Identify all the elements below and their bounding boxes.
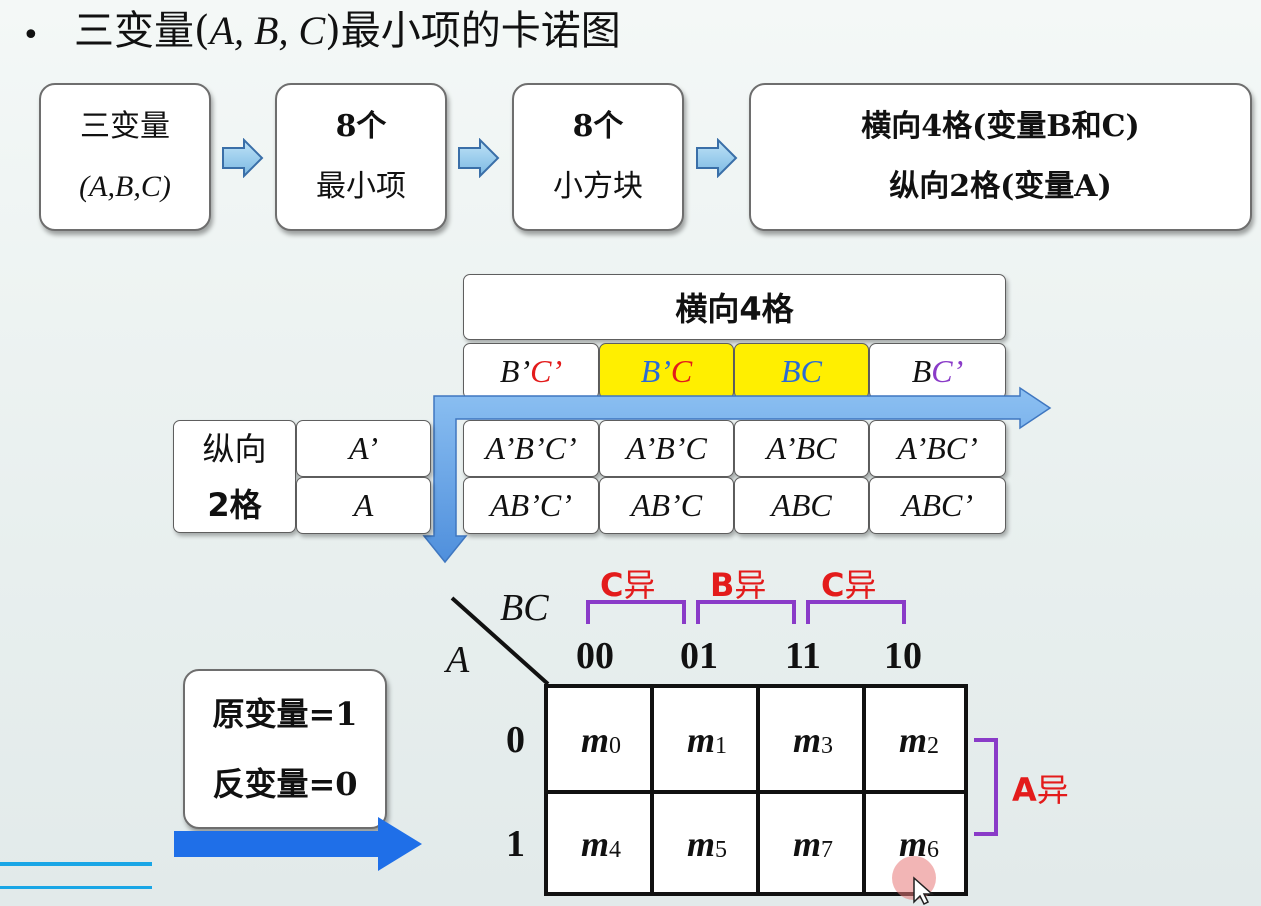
row-header-2: A bbox=[296, 477, 431, 534]
vertical-label-2: 2格 bbox=[207, 485, 262, 524]
progress-strip-lower bbox=[0, 886, 152, 889]
flow-box1-line1: 三变量 bbox=[80, 109, 170, 144]
horizontal-header: 横向4格 bbox=[463, 274, 1006, 340]
grid-cell-r1c4: A’BC’ bbox=[869, 420, 1006, 477]
col1-part2: C’ bbox=[530, 352, 563, 389]
flow-box-layout: 横向4格(变量B和C) 纵向2格(变量A) bbox=[749, 83, 1252, 231]
kmap-row-var: A bbox=[446, 639, 470, 681]
legend-line2: 反变量=0 bbox=[212, 765, 358, 803]
col3-part2: C bbox=[800, 352, 822, 389]
kmap-col-diff-2: B异 bbox=[710, 566, 767, 604]
direction-arrow-icon bbox=[422, 386, 1052, 564]
kmap-col-diff-1: C异 bbox=[600, 566, 656, 604]
vertical-header: 纵向 2格 bbox=[173, 420, 296, 533]
flow-box1-line2: (A,B,C) bbox=[79, 170, 171, 203]
column-header-1: B’C’ bbox=[463, 343, 599, 399]
column-header-2: B’C bbox=[599, 343, 734, 399]
grid-cell-r1c1: A’B’C’ bbox=[463, 420, 599, 477]
progress-strip bbox=[0, 862, 152, 866]
kmap-col-code-10: 10 bbox=[884, 635, 922, 677]
kmap-row-diff: A异 bbox=[1012, 771, 1069, 809]
legend-box: 原变量=1 反变量=0 bbox=[183, 669, 387, 829]
flow-box4-line2: 纵向2格(变量A) bbox=[889, 169, 1112, 204]
flow-arrow-icon-2 bbox=[458, 138, 500, 178]
kmap-brackets bbox=[586, 600, 998, 836]
col2-part1: B’ bbox=[640, 352, 671, 389]
kmap-col-var: BC bbox=[500, 587, 549, 629]
col4-part1: B bbox=[911, 352, 932, 389]
kmap-col-code-01: 01 bbox=[680, 635, 718, 677]
kmap-col-code-11: 11 bbox=[785, 635, 821, 677]
kmap-row-code-0: 0 bbox=[506, 719, 525, 761]
flow-box2-line1: 8个 bbox=[335, 109, 387, 144]
title-bullet: • bbox=[22, 18, 40, 53]
row-header-1: A’ bbox=[296, 420, 431, 477]
flow-box3-line2: 小方块 bbox=[553, 169, 643, 204]
vertical-label-1: 纵向 bbox=[202, 429, 267, 468]
legend-line1: 原变量=1 bbox=[212, 695, 358, 733]
flow-box2-line2: 最小项 bbox=[316, 169, 406, 204]
col4-part2: C’ bbox=[931, 352, 964, 389]
grid-cell-r2c1: AB’C’ bbox=[463, 477, 599, 534]
title-suffix: )最小项的卡诺图 bbox=[325, 8, 621, 54]
slide-title: 三变量(A, B, C)最小项的卡诺图 bbox=[74, 4, 621, 58]
flow-box-three-variables: 三变量 (A,B,C) bbox=[39, 83, 211, 231]
col3-part1: B bbox=[781, 352, 801, 389]
flow-arrow-icon-3 bbox=[696, 138, 738, 178]
grid-cell-r2c2: AB’C bbox=[599, 477, 734, 534]
flow-box4-line1: 横向4格(变量B和C) bbox=[861, 109, 1140, 144]
grid-cell-r1c2: A’B’C bbox=[599, 420, 734, 477]
title-vars: A, B, C bbox=[209, 8, 326, 53]
flow-arrow-icon-1 bbox=[222, 138, 264, 178]
grid-cell-r2c3: ABC bbox=[734, 477, 869, 534]
pointer-arrow-icon bbox=[174, 817, 422, 871]
kmap-col-code-00: 00 bbox=[576, 635, 614, 677]
flow-box-minterms: 8个 最小项 bbox=[275, 83, 447, 231]
grid-cell-r2c4: ABC’ bbox=[869, 477, 1006, 534]
grid-cell-r1c3: A’BC bbox=[734, 420, 869, 477]
col2-part2: C bbox=[670, 352, 693, 389]
title-prefix: 三变量( bbox=[74, 8, 210, 54]
mouse-cursor-icon bbox=[913, 876, 934, 906]
kmap-row-code-1: 1 bbox=[506, 823, 525, 865]
kmap-col-diff-3: C异 bbox=[821, 566, 877, 604]
flow-box3-line1: 8个 bbox=[572, 109, 624, 144]
flow-box-squares: 8个 小方块 bbox=[512, 83, 684, 231]
kmap-diagonal bbox=[450, 596, 550, 686]
kmap-grid-hline bbox=[548, 790, 964, 794]
col1-part1: B’ bbox=[499, 352, 531, 389]
